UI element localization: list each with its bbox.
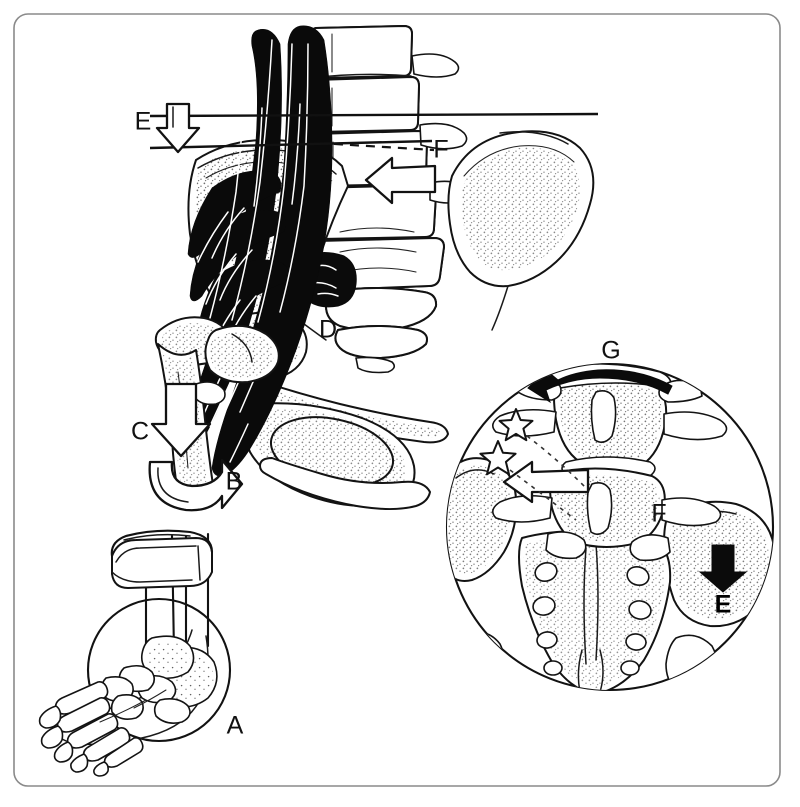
arrow-f-main [364, 156, 437, 205]
brace-band [111, 537, 213, 589]
arrow-c-main [150, 382, 212, 458]
tibia-fibula-shafts [110, 529, 214, 662]
foot-inset-circle [86, 597, 232, 743]
label-c-main: C [131, 418, 149, 446]
sacrum-lateral [325, 227, 438, 374]
arrow-e-main [155, 102, 201, 154]
star-leader-line-lower [509, 469, 577, 521]
star-marker-upper [498, 408, 534, 442]
inset-foot-ankle: A [38, 529, 244, 777]
label-e-inset: E [715, 591, 732, 619]
label-f-main: F [433, 136, 448, 164]
inset-lumbosacral-posterior: G F E [445, 337, 775, 692]
label-b-main: B [226, 468, 243, 496]
arrow-g-inset [527, 369, 673, 404]
figure-border [13, 13, 781, 787]
foot-skeleton [38, 629, 218, 777]
transverse-process-right-upper [663, 411, 728, 441]
label-a-inset: A [227, 712, 244, 740]
arrow-e-inset [698, 544, 748, 593]
label-f-inset: F [651, 500, 666, 528]
label-d-main: D [319, 316, 337, 344]
lumbar-inset-content [447, 364, 773, 690]
arrow-b-rotation [148, 458, 244, 512]
arrow-f-inset [502, 460, 590, 504]
main-panel: E F D C B [131, 25, 599, 512]
star-marker-lower [479, 440, 517, 476]
upper-reference-line [149, 112, 599, 118]
ilium-far-side [447, 130, 595, 331]
ischial-tuberosity [259, 457, 431, 511]
label-e-main: E [135, 108, 152, 136]
star-leader-line-upper [526, 435, 586, 488]
lower-reference-line [149, 139, 433, 150]
reference-lines [149, 112, 599, 150]
label-g-inset: G [601, 337, 620, 365]
